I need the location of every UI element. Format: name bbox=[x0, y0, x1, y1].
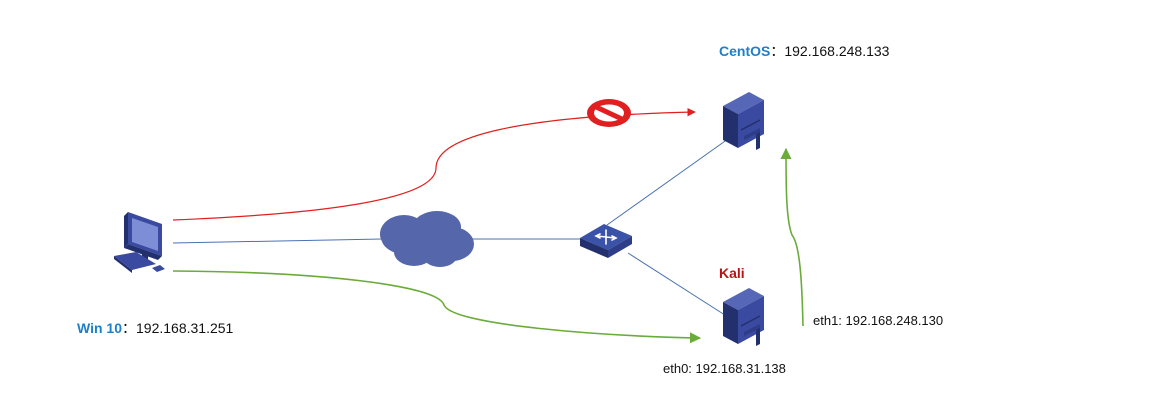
centos-separator: ： bbox=[770, 43, 785, 59]
no-entry-icon bbox=[587, 99, 631, 127]
cloud-icon bbox=[380, 211, 474, 267]
link-switch-centos bbox=[606, 138, 729, 226]
centos-label: CentOS：192.168.248.133 bbox=[719, 43, 889, 59]
centos-ip: 192.168.248.133 bbox=[784, 43, 890, 59]
desktop-pc-icon bbox=[114, 212, 165, 273]
network-switch-icon bbox=[580, 224, 632, 258]
win10-separator: ： bbox=[122, 320, 136, 336]
server-tower-icon-centos bbox=[723, 92, 764, 150]
kali-eth0-label: eth0: 192.168.31.138 bbox=[663, 361, 786, 376]
allowed-path-kali-centos bbox=[780, 147, 804, 327]
blocked-path-win-centos bbox=[172, 107, 696, 221]
link-switch-kali bbox=[627, 252, 729, 318]
kali-name: Kali bbox=[719, 265, 745, 281]
win10-ip: 192.168.31.251 bbox=[136, 320, 234, 336]
server-tower-icon-kali bbox=[723, 288, 764, 346]
win10-name: Win 10 bbox=[77, 320, 122, 336]
centos-name: CentOS bbox=[719, 43, 771, 59]
kali-eth1-label: eth1: 192.168.248.130 bbox=[813, 313, 944, 328]
link-win-cloud bbox=[172, 238, 383, 244]
win10-label: Win 10：192.168.31.251 bbox=[77, 320, 233, 336]
allowed-path-win-kali bbox=[172, 270, 702, 344]
